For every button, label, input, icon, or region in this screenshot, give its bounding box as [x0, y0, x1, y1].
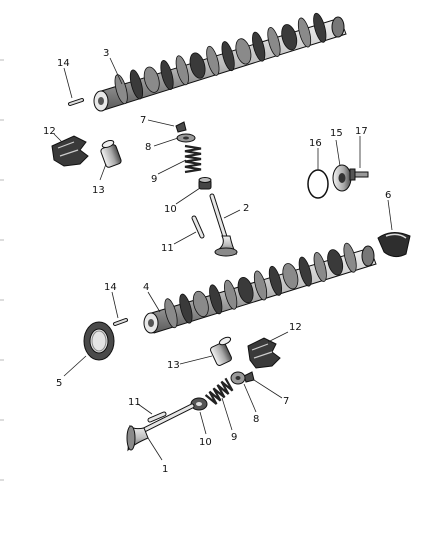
callout-12-upper: 12	[43, 126, 56, 137]
callout-7-upper: 7	[140, 115, 146, 126]
callout-3: 3	[103, 48, 109, 59]
callout-10-lower: 10	[199, 437, 212, 448]
cam-lobe	[164, 298, 178, 329]
upper-lash-adjuster	[100, 140, 122, 168]
upper-guide-pin	[191, 215, 205, 239]
cam-lobe	[179, 293, 193, 324]
cam-lobe	[160, 60, 174, 90]
cam-lobe	[175, 55, 189, 86]
leader-lines	[53, 57, 393, 461]
callout-4: 4	[143, 282, 149, 293]
callout-labels: 1 2 3 4 5 6 7 7 8 8 9 9 10 10 11 11 12 1…	[43, 48, 391, 475]
lower-lash-adjuster	[210, 336, 232, 366]
cam-lobe	[268, 265, 283, 296]
upper-valve-seal	[198, 177, 212, 190]
lower-valve-keepers	[243, 371, 255, 383]
callout-14-lower: 14	[104, 282, 117, 293]
cam-lobe	[224, 279, 238, 310]
camshaft-seal	[83, 321, 115, 361]
spring-coil	[184, 144, 202, 174]
callout-8-upper: 8	[145, 142, 151, 153]
cam-lobe	[297, 17, 312, 48]
margin-ticks	[0, 59, 4, 481]
cam-lobe	[313, 252, 327, 282]
cam-lobe	[209, 284, 223, 315]
cam-lobe	[327, 249, 344, 276]
cam-lobe	[192, 290, 209, 318]
cam-lobe	[267, 26, 281, 57]
cam-sensor-target	[332, 164, 352, 192]
callout-8-lower: 8	[253, 414, 259, 425]
callout-6: 6	[385, 190, 391, 201]
upper-valve-spring	[184, 144, 202, 174]
lower-spring-retainer	[230, 371, 246, 385]
lower-valve-spring	[204, 377, 234, 405]
cam-lobe	[298, 256, 312, 287]
lower-guide-pin	[147, 411, 167, 423]
cam-lobe	[189, 52, 206, 79]
upper-spring-retainer	[176, 133, 196, 143]
callout-5: 5	[56, 378, 62, 389]
lower-valve	[126, 403, 195, 452]
cam-lobe	[235, 38, 252, 65]
callout-11-upper: 11	[161, 243, 174, 254]
cam-lobe	[252, 31, 266, 62]
cam-lobe	[282, 263, 299, 290]
cam-lobe	[221, 41, 235, 72]
callout-15: 15	[330, 128, 343, 139]
callout-12-lower: 12	[289, 322, 302, 333]
callout-13-upper: 13	[92, 185, 105, 196]
upper-rocker-arm	[51, 135, 89, 167]
callout-10-upper: 10	[164, 204, 177, 215]
callout-14-upper: 14	[57, 58, 70, 69]
upper-dowel-pin	[68, 98, 84, 106]
callout-11-lower: 11	[128, 397, 141, 408]
lower-rocker-arm	[247, 337, 281, 369]
callout-9-upper: 9	[151, 174, 157, 185]
upper-valve-keepers	[175, 121, 187, 133]
cam-lobe	[237, 277, 254, 304]
cam-lobe	[206, 45, 220, 76]
cam-end-cap	[377, 232, 411, 258]
callout-2: 2	[243, 203, 249, 214]
lower-valve-seal	[190, 397, 208, 411]
callout-9-lower: 9	[231, 432, 237, 443]
lower-dowel-pin	[113, 318, 128, 326]
upper-camshaft	[93, 12, 347, 112]
o-ring	[307, 169, 329, 199]
cam-lobe	[253, 270, 268, 301]
cam-lobe	[129, 69, 144, 100]
spring-coil	[204, 377, 234, 405]
cam-lobe	[343, 242, 357, 273]
lower-camshaft	[143, 242, 377, 334]
callout-17: 17	[355, 126, 368, 137]
callout-16: 16	[309, 138, 322, 149]
upper-valve	[209, 193, 238, 257]
target-bolt	[349, 168, 369, 181]
callout-7-lower: 7	[283, 396, 289, 407]
cam-lobe	[143, 66, 160, 93]
cam-lobe	[281, 24, 298, 51]
callout-1: 1	[162, 464, 168, 475]
cam-lobe	[313, 12, 327, 43]
callout-13-lower: 13	[167, 360, 180, 371]
